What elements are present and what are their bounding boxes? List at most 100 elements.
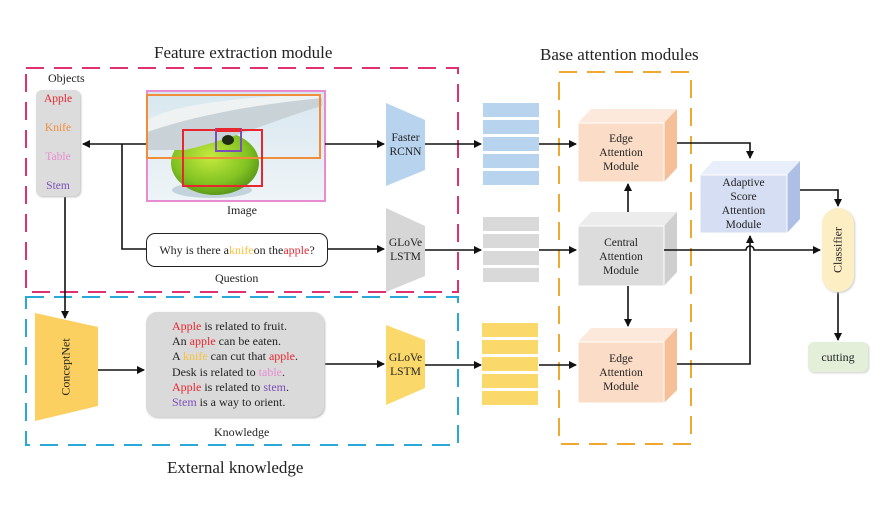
edge-attention-cube-top	[577, 109, 677, 183]
feature-vector-row	[483, 217, 539, 231]
edge-attention-top-label: Edge Attention Module	[578, 132, 664, 174]
arrow-adaptive-to-classifier	[800, 189, 842, 207]
knowledge-caption: Knowledge	[214, 425, 270, 439]
feature-vector-row	[483, 234, 539, 248]
external-knowledge-title: External knowledge	[167, 458, 304, 477]
feature-extraction-title: Feature extraction module	[154, 43, 333, 62]
knowledge-text: can cut that	[207, 349, 269, 364]
feature-vector-row	[483, 103, 539, 117]
knowledge-entity: knife	[183, 349, 208, 364]
central-attention-cube	[577, 212, 677, 287]
feature-vector-row	[483, 154, 539, 168]
question-feature-stack	[483, 217, 539, 282]
base-attention-title: Base attention modules	[540, 45, 699, 64]
glove-lstm-question-label: GLoVe LSTM	[386, 236, 425, 264]
edge-top-line3: Module	[603, 161, 639, 173]
object-stem: Stem	[46, 180, 70, 192]
feature-vector-row	[483, 251, 539, 265]
knowledge-entity: Apple	[172, 379, 202, 394]
knowledge-text: .	[285, 379, 289, 394]
feature-vector-row	[482, 374, 538, 388]
input-image	[146, 90, 326, 202]
faster-rcnn-shape	[386, 103, 425, 186]
knowledge-entity: Stem	[172, 395, 197, 409]
central-line3: Module	[603, 265, 639, 277]
knowledge-entity: table	[258, 364, 282, 379]
edge-attention-cube-bottom	[577, 328, 677, 404]
visual-feature-stack	[483, 103, 539, 185]
knowledge-line: Apple is related to stem.	[172, 380, 289, 395]
edge-bottom-line1: Edge	[609, 353, 633, 365]
edge-bottom-line2: Attention	[599, 367, 643, 379]
object-knife: Knife	[44, 122, 72, 134]
knowledge-text: is related to	[201, 379, 264, 394]
feature-vector-row	[482, 357, 538, 371]
classifier-label: Classifier	[830, 227, 845, 273]
knowledge-line: A knife can cut that apple.	[172, 349, 298, 364]
feature-vector-row	[483, 137, 539, 151]
adaptive-line4: Module	[725, 219, 762, 231]
object-table: Table	[45, 151, 71, 163]
central-line1: Central	[604, 237, 638, 249]
feature-extraction-border	[25, 67, 459, 293]
knife-blade	[147, 96, 322, 150]
object-apple: Apple	[43, 93, 73, 105]
question-mark: ?	[309, 242, 315, 257]
base-attention-border	[558, 71, 692, 445]
knowledge-text: is a way to orient.	[196, 395, 286, 409]
feature-vector-row	[483, 171, 539, 185]
knowledge-text: can be eaten.	[215, 334, 281, 349]
knowledge-box: Apple is related to fruit.An apple can b…	[146, 312, 324, 417]
image-caption: Image	[227, 203, 257, 217]
question-word-apple: apple	[283, 242, 310, 257]
glove-k-line2: LSTM	[390, 366, 421, 378]
adaptive-score-cube	[699, 161, 800, 234]
question-text-1: Why is there a	[159, 242, 229, 257]
edge-attention-bottom-label: Edge Attention Module	[578, 352, 664, 394]
question-caption: Question	[215, 271, 259, 285]
external-knowledge-border	[25, 296, 459, 446]
output-answer: cutting	[808, 342, 868, 372]
feature-vector-row	[482, 323, 538, 337]
adaptive-line1: Adaptive	[722, 177, 765, 189]
knowledge-entity: apple	[268, 349, 295, 364]
feature-vector-row	[483, 120, 539, 134]
glove-k-line1: GLoVe	[388, 352, 423, 364]
question-text-2: on the	[253, 242, 284, 257]
knowledge-text: A	[172, 349, 184, 364]
connection-arrows	[61, 140, 842, 374]
central-line2: Attention	[599, 251, 643, 263]
arrow-edge-bottom-to-adaptive	[677, 235, 754, 365]
glove-lstm-knowledge-shape	[386, 325, 425, 405]
arrow-branch-question	[121, 144, 146, 250]
knowledge-entity: Apple	[172, 319, 202, 333]
knowledge-entity: stem	[263, 379, 286, 394]
question-word-knife: knife	[228, 242, 254, 257]
objects-list: Apple Knife Table Stem	[36, 90, 80, 196]
knife-box	[146, 94, 321, 159]
knowledge-entity: apple	[189, 334, 216, 349]
knowledge-text: is related to fruit.	[201, 319, 287, 333]
faster-rcnn-line1: Faster	[391, 132, 420, 144]
knowledge-line: Desk is related to table.	[172, 365, 285, 380]
knowledge-line: Stem is a way to orient.	[172, 395, 285, 410]
faster-rcnn-label: Faster RCNN	[386, 131, 425, 159]
conceptnet-shape	[35, 313, 98, 421]
feature-vector-row	[482, 340, 538, 354]
objects-heading: Objects	[48, 71, 85, 85]
glove-lstm-knowledge-label: GLoVe LSTM	[386, 351, 425, 379]
knowledge-feature-stack	[482, 323, 538, 405]
knowledge-text: Desk is related to	[172, 364, 259, 379]
feature-vector-row	[483, 268, 539, 282]
edge-bottom-line3: Module	[603, 381, 639, 393]
faster-rcnn-line2: RCNN	[389, 146, 422, 158]
classifier-node: Classifier	[822, 208, 854, 292]
central-attention-label: Central Attention Module	[578, 236, 664, 278]
arrow-central-to-classifier	[664, 245, 821, 254]
knowledge-text: .	[294, 349, 298, 364]
question-box: Why is there a knife on the apple?	[146, 233, 328, 267]
glove-lstm-question-shape	[386, 208, 425, 292]
knowledge-line: An apple can be eaten.	[172, 334, 281, 349]
edge-top-line1: Edge	[609, 133, 633, 145]
